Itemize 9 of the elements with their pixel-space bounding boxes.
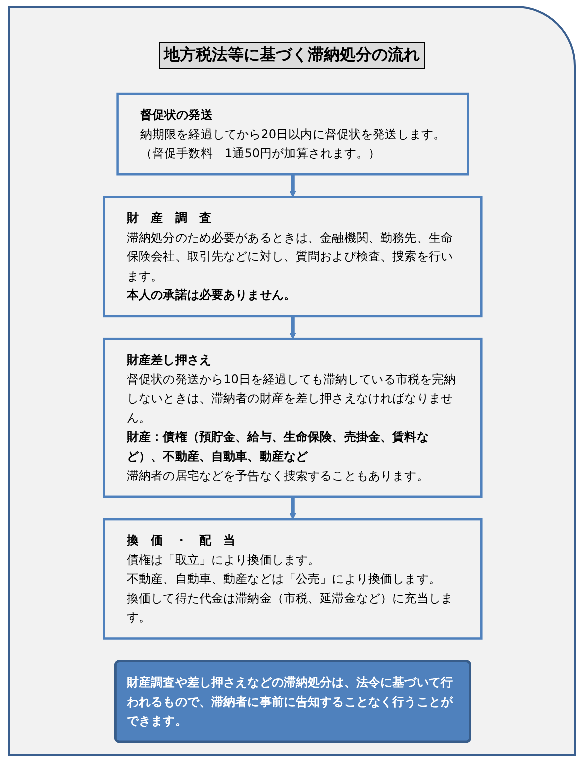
node-box (103, 518, 483, 640)
node-box (103, 338, 483, 498)
title: 地方税法等に基づく滞納処分の流れ (159, 42, 425, 69)
arrow (290, 174, 296, 198)
arrow (290, 496, 296, 520)
panel-background: 地方税法等に基づく滞納処分の流れ 督促状の発送 納期限を経過してから20日以内に督促状を発送します。 （督促手数料 1通50円が加算されます。） 財 産 調 査 滞納処分のため必要があるときは、金融機関、勤務先、生命保険会社、取引先などに対し、質問および検査、捜索を行います。 本人の承諾は必要ありません。 財産差し押さえ 督促状の発送から10日を経過しても滞納している市税を完納しないときは、滞納者の財産を差し押さえなければなりません。 財産：債権（預貯金、給与、生命保険、売掛金、賃料など）、不動産、自動車、動産など 滞納者の居宅などを予告なく捜索することもあります。 換 価 ・ 配 当 債権は「取立」により換価します。 不動産、自動車、動産などは「公売」により換価します。 換価して得た代金は滞納金（市税、延滞金など）に充当します。 財産調査や差し押さえなどの滞納処分は、法令に基づいて行われるもので、滞納者に事前に告知することなく行うことができます。 (8, 6, 576, 756)
node-box (116, 92, 470, 176)
node-box (103, 196, 483, 318)
arrow (290, 316, 296, 340)
